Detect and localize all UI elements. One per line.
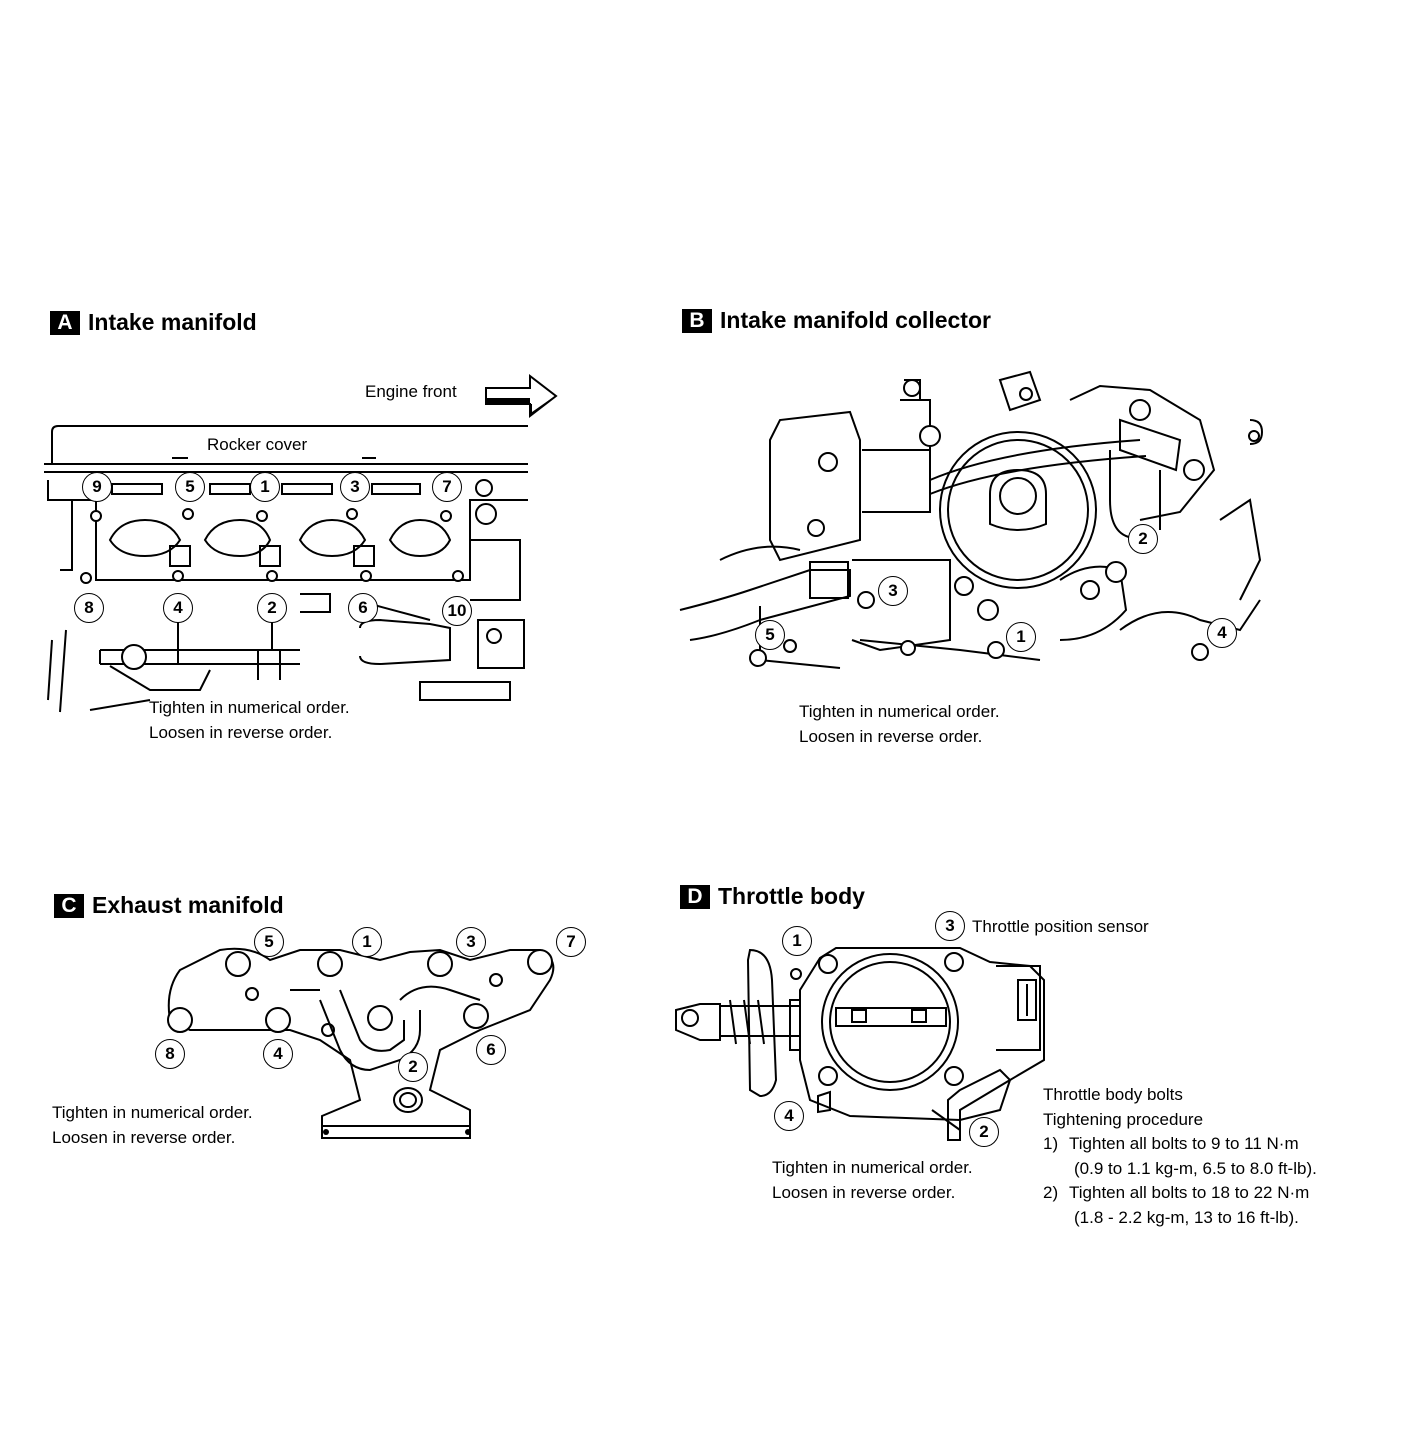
intake-bolt-5: 5 — [175, 472, 205, 502]
throttle-step1-detail: (0.9 to 1.1 kg-m, 6.5 to 8.0 ft-lb). — [1074, 1159, 1317, 1178]
intake-manifold-heading: A Intake manifold — [50, 309, 257, 336]
panel-d-badge: D — [680, 884, 710, 909]
panel-b-badge: B — [682, 308, 712, 333]
engine-front-label: Engine front — [365, 382, 457, 401]
exhaust-bolt-6: 6 — [476, 1035, 506, 1065]
intake-flange-outline — [48, 480, 528, 580]
exhaust-bolt-4: 4 — [263, 1039, 293, 1069]
throttle-housing-outline — [800, 948, 1044, 1120]
collector-heading: B Intake manifold collector — [682, 307, 991, 334]
collector-bolt-4: 4 — [1207, 618, 1237, 648]
collector-bolt-5: 5 — [755, 620, 785, 650]
throttle-heading: D Throttle body — [680, 883, 865, 910]
intake-bolt-6: 6 — [348, 593, 378, 623]
intake-bolt-9: 9 — [82, 472, 112, 502]
intake-bolt-1: 1 — [250, 472, 280, 502]
intake-bolt-8: 8 — [74, 593, 104, 623]
exhaust-bolt-1: 1 — [352, 927, 382, 957]
collector-bolt-3: 3 — [878, 576, 908, 606]
panel-a-badge: A — [50, 310, 80, 335]
throttle-step1-number: 1) — [1043, 1134, 1059, 1153]
exhaust-bolt-8: 8 — [155, 1039, 185, 1069]
throttle-step2-detail: (1.8 - 2.2 kg-m, 13 to 16 ft-lb). — [1074, 1208, 1299, 1227]
exhaust-title: Exhaust manifold — [92, 892, 284, 918]
collector-note-loosen: Loosen in reverse order. — [799, 727, 983, 746]
intake-bolt-2: 2 — [257, 593, 287, 623]
throttle-step2-text: Tighten all bolts to 18 to 22 N·m — [1069, 1183, 1310, 1202]
intake-note-tighten: Tighten in numerical order. — [149, 698, 350, 717]
exhaust-bolt-5: 5 — [254, 927, 284, 957]
throttle-step1-text: Tighten all bolts to 9 to 11 N·m — [1069, 1134, 1299, 1153]
intake-bolt-10: 10 — [442, 596, 472, 626]
exhaust-heading: C Exhaust manifold — [54, 892, 284, 919]
exhaust-note-loosen: Loosen in reverse order. — [52, 1128, 236, 1147]
intake-bolt-3: 3 — [340, 472, 370, 502]
throttle-bolt-3: 3 — [935, 911, 965, 941]
exhaust-note-tighten: Tighten in numerical order. — [52, 1103, 253, 1122]
intake-bolt-7: 7 — [432, 472, 462, 502]
throttle-position-sensor-label: Throttle position sensor — [972, 917, 1149, 936]
throttle-bolt-2: 2 — [969, 1117, 999, 1147]
exhaust-bolt-3: 3 — [456, 927, 486, 957]
collector-bolt-2: 2 — [1128, 524, 1158, 554]
throttle-note-tighten: Tighten in numerical order. — [772, 1158, 973, 1177]
throttle-step2-number: 2) — [1043, 1183, 1059, 1202]
intake-bolt-4: 4 — [163, 593, 193, 623]
collector-bolt-1: 1 — [1006, 622, 1036, 652]
throttle-bolt-1: 1 — [782, 926, 812, 956]
collector-note-tighten: Tighten in numerical order. — [799, 702, 1000, 721]
rocker-cover-label: Rocker cover — [207, 435, 308, 454]
intake-manifold-title: Intake manifold — [88, 309, 257, 335]
exhaust-bolt-7: 7 — [556, 927, 586, 957]
throttle-note-loosen: Loosen in reverse order. — [772, 1183, 956, 1202]
collector-title: Intake manifold collector — [720, 307, 991, 333]
throttle-title: Throttle body — [718, 883, 865, 909]
throttle-procedure-subtitle: Tightening procedure — [1043, 1110, 1204, 1129]
panel-c-badge: C — [54, 893, 84, 918]
rocker-cover-outline — [52, 426, 528, 464]
throttle-procedure-title: Throttle body bolts — [1043, 1085, 1183, 1104]
throttle-bolt-4: 4 — [774, 1101, 804, 1131]
exhaust-bolt-2: 2 — [398, 1052, 428, 1082]
exhaust-flange-outline — [169, 949, 554, 1138]
intake-note-loosen: Loosen in reverse order. — [149, 723, 333, 742]
